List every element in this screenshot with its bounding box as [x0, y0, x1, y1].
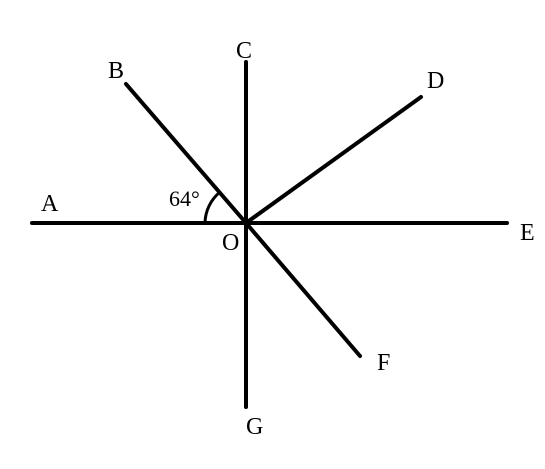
- point-label-b: B: [108, 58, 124, 84]
- angle-label-aob: 64°: [169, 186, 200, 211]
- angle-arc-aob: [203, 190, 221, 224]
- point-label-o: O: [222, 230, 239, 256]
- point-label-g: G: [246, 414, 263, 440]
- ray-of: [244, 221, 362, 358]
- point-label-a: A: [41, 191, 59, 217]
- point-label-c: C: [236, 38, 252, 64]
- ray-od: [244, 95, 423, 225]
- ray-ob: [124, 82, 248, 225]
- point-label-f: F: [377, 350, 390, 376]
- point-label-d: D: [427, 68, 444, 94]
- point-label-e: E: [520, 220, 535, 246]
